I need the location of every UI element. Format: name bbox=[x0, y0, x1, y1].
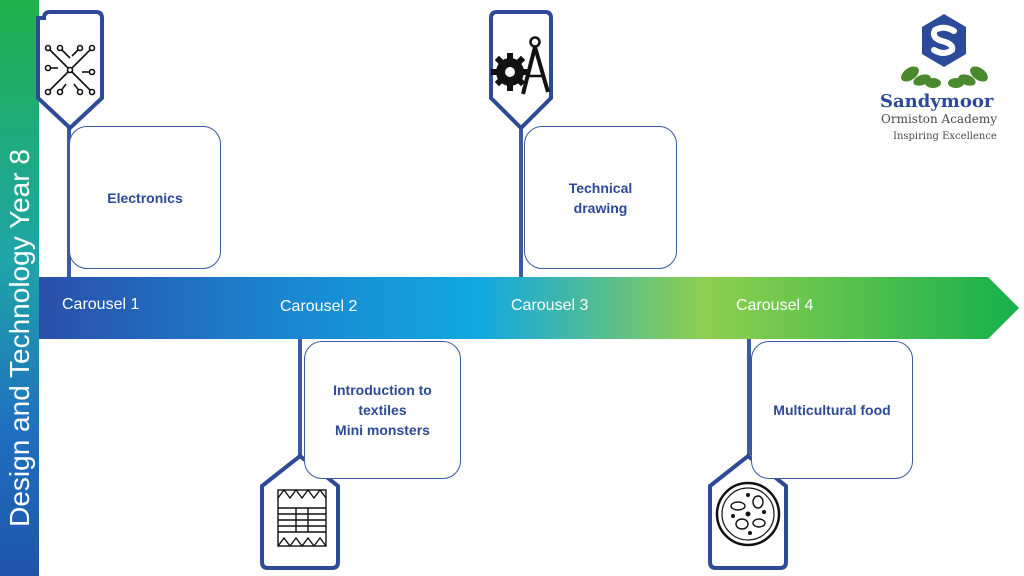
school-logo-emblem bbox=[901, 14, 988, 88]
logo-subtitle: Ormiston Academy bbox=[881, 112, 998, 126]
topic-box-textiles: Introduction to textiles Mini monsters bbox=[304, 341, 461, 479]
pin-electronics bbox=[36, 10, 104, 131]
logo-tagline: Inspiring Excellence bbox=[893, 131, 997, 142]
textile-pattern-icon bbox=[277, 488, 327, 548]
topic-text-technical-drawing: Technical drawing bbox=[568, 179, 633, 216]
topic-box-multicultural-food: Multicultural food bbox=[751, 341, 913, 479]
timeline-arrow bbox=[39, 277, 1019, 339]
carousel-label-2: Carousel 2 bbox=[280, 298, 358, 315]
topic-text-multicultural-food: Multicultural food bbox=[773, 402, 891, 418]
topic-box-technical-drawing: Technical drawing bbox=[524, 126, 677, 269]
pin-technical-drawing bbox=[489, 10, 553, 131]
sidebar: Design and Technology Year 8 bbox=[0, 0, 39, 576]
circuit-icon bbox=[44, 44, 96, 96]
gear-compass-icon bbox=[491, 36, 550, 95]
pin-multicultural-food bbox=[708, 453, 788, 570]
topic-text-electronics: Electronics bbox=[107, 189, 183, 206]
topic-text-textiles: Introduction to textiles Mini monsters bbox=[333, 382, 432, 438]
topic-box-electronics: Electronics bbox=[69, 126, 221, 269]
carousel-label-1: Carousel 1 bbox=[62, 296, 140, 313]
carousel-label-4: Carousel 4 bbox=[736, 297, 814, 314]
carousel-label-3: Carousel 3 bbox=[511, 297, 589, 314]
pin-textiles bbox=[260, 453, 340, 570]
logo-name: Sandymoor bbox=[880, 91, 994, 112]
food-plate-icon bbox=[715, 481, 781, 547]
